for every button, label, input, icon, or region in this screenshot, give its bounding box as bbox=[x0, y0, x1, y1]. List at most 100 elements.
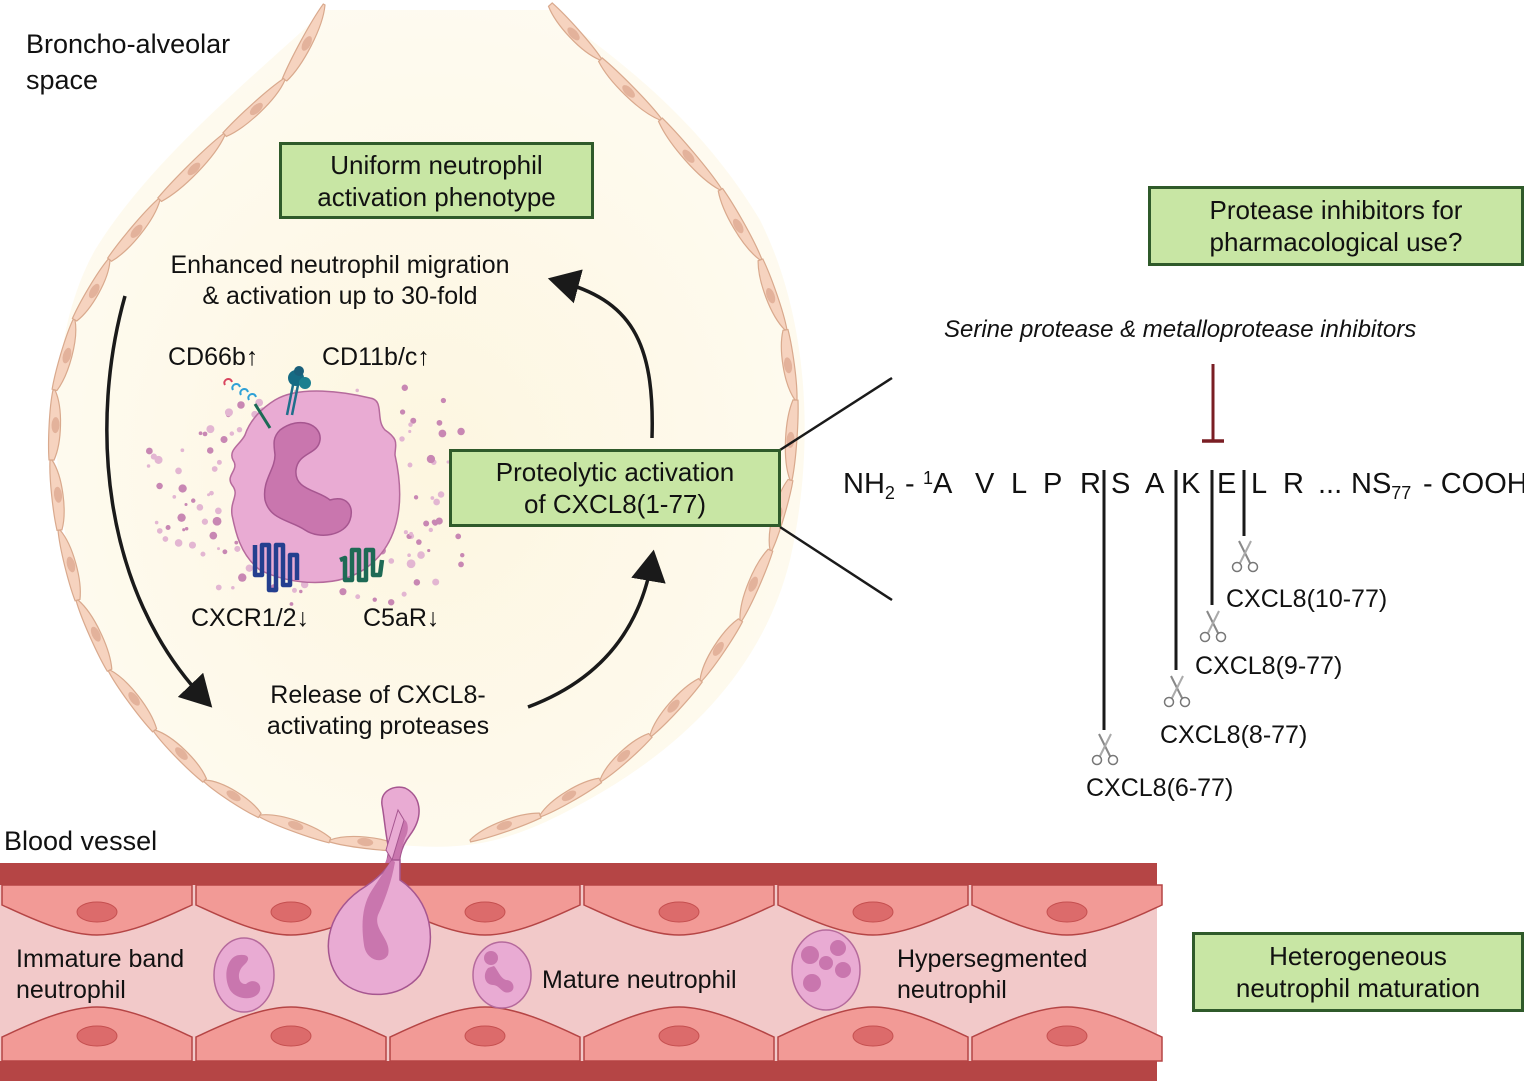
granule bbox=[207, 493, 211, 497]
epithelial-cell bbox=[780, 328, 798, 401]
cxcl8-sequence: NH2 - 1 A V L P R S A K E L R ... NS77 -… bbox=[843, 468, 1524, 504]
seq-dash: - bbox=[905, 468, 915, 500]
activated-neutrophil bbox=[145, 366, 490, 606]
granule bbox=[184, 526, 189, 531]
granule bbox=[299, 589, 303, 594]
seq-residue: A bbox=[1145, 468, 1165, 500]
epithelial-cell bbox=[157, 132, 226, 203]
seq-residue: S bbox=[1111, 468, 1131, 500]
hypersegmented-line-2: neutrophil bbox=[897, 976, 1007, 1004]
granule bbox=[423, 520, 430, 527]
inhibition-bar-icon bbox=[1202, 364, 1224, 443]
granule bbox=[427, 548, 431, 553]
epithelial-cell bbox=[739, 548, 774, 622]
granule bbox=[174, 539, 183, 547]
epithelial-cell bbox=[597, 57, 663, 121]
granule bbox=[180, 448, 185, 453]
seq-residue: P bbox=[1043, 468, 1063, 500]
granule bbox=[432, 578, 440, 586]
alveolar-epithelium bbox=[47, 2, 799, 852]
uniform-box-line-1: Uniform neutrophil bbox=[330, 149, 543, 180]
granule bbox=[220, 435, 228, 444]
granule bbox=[150, 453, 157, 460]
granule bbox=[292, 587, 297, 593]
granule bbox=[407, 462, 413, 468]
blood-vessel-label: Blood vessel bbox=[4, 826, 158, 856]
granule bbox=[216, 459, 222, 465]
granule bbox=[457, 427, 465, 436]
proteolytic-activation-box: Proteolytic activation of CXCL8(1-77) bbox=[449, 449, 781, 527]
immature-line-2: neutrophil bbox=[16, 976, 126, 1004]
epithelial-cell bbox=[657, 117, 723, 191]
enhanced-migration-line-2: & activation up to 30-fold bbox=[202, 282, 478, 310]
granule bbox=[198, 431, 203, 436]
released-granules bbox=[145, 384, 490, 606]
epithelial-cell bbox=[757, 258, 788, 331]
granule bbox=[238, 573, 247, 582]
granule bbox=[162, 536, 169, 542]
immature-band-neutrophil-icon bbox=[213, 937, 275, 1013]
granule bbox=[430, 496, 435, 500]
seq-ns77: NS77 bbox=[1351, 468, 1412, 503]
granule bbox=[437, 491, 445, 498]
arrow-to-release bbox=[105, 295, 213, 708]
enhanced-migration-label: Enhanced neutrophil migration & activati… bbox=[140, 250, 540, 312]
granule bbox=[417, 551, 425, 559]
granule bbox=[145, 447, 153, 455]
epithelial-cell bbox=[57, 529, 81, 602]
cd66b-label: CD66b↑ bbox=[168, 343, 259, 371]
heterogeneous-line-1: Heterogeneous bbox=[1269, 941, 1447, 971]
epithelial-cell bbox=[599, 732, 653, 783]
granule bbox=[426, 454, 436, 464]
cleavage-product-label: CXCL8(10-77) bbox=[1226, 585, 1388, 613]
granule bbox=[154, 520, 159, 525]
granule bbox=[209, 490, 214, 496]
cd11bc-integrin-icon bbox=[285, 366, 311, 416]
granule bbox=[234, 545, 241, 552]
granule bbox=[222, 549, 228, 555]
scissors-icon bbox=[1199, 610, 1227, 643]
granule bbox=[177, 513, 186, 522]
epithelial-cell bbox=[51, 318, 77, 392]
granule bbox=[455, 533, 462, 540]
release-proteases-line-2: activating proteases bbox=[266, 712, 490, 740]
epithelial-cell bbox=[49, 459, 65, 531]
epithelial-cell bbox=[47, 389, 62, 461]
granule bbox=[438, 429, 447, 438]
proteolytic-box-line-1: Proteolytic activation bbox=[495, 457, 735, 487]
granule bbox=[433, 498, 440, 506]
granule bbox=[237, 401, 245, 409]
granule bbox=[406, 559, 416, 569]
scissors-icon bbox=[1163, 675, 1191, 708]
granule bbox=[458, 561, 464, 568]
protease-inhibitors-box: Protease inhibitors for pharmacological … bbox=[1148, 186, 1524, 266]
enhanced-migration-line-1: Enhanced neutrophil migration bbox=[170, 251, 510, 279]
protease-inhibitors-line-1: Protease inhibitors for bbox=[1209, 195, 1463, 225]
granule bbox=[372, 597, 377, 602]
alveolar-space-line-2: space bbox=[26, 65, 99, 95]
epithelial-cell bbox=[547, 2, 603, 61]
granule bbox=[201, 518, 209, 525]
granule bbox=[211, 466, 218, 472]
granule bbox=[460, 552, 465, 558]
c5ar-label: C5aR↓ bbox=[363, 604, 440, 632]
zoom-line-lower bbox=[779, 525, 893, 602]
release-proteases-line-1: Release of CXCL8- bbox=[270, 681, 486, 709]
granule bbox=[387, 599, 395, 606]
granule bbox=[206, 425, 215, 434]
proteolytic-box-line-2: of CXCL8(1-77) bbox=[523, 489, 707, 519]
seq-residue: R bbox=[1080, 468, 1101, 500]
granule bbox=[436, 419, 443, 426]
seq-residue: L bbox=[1011, 468, 1028, 500]
granule bbox=[175, 467, 182, 475]
arrow-to-enhanced-migration bbox=[547, 269, 654, 439]
granule bbox=[146, 464, 151, 468]
cxcr12-label: CXCR1/2↓ bbox=[191, 604, 310, 632]
seq-residue: R bbox=[1283, 468, 1304, 500]
epithelial-cell bbox=[152, 729, 208, 783]
granule bbox=[410, 417, 417, 424]
granule bbox=[184, 502, 188, 507]
mature-neutrophil-label: Mature neutrophil bbox=[542, 966, 737, 994]
granule bbox=[355, 594, 361, 600]
